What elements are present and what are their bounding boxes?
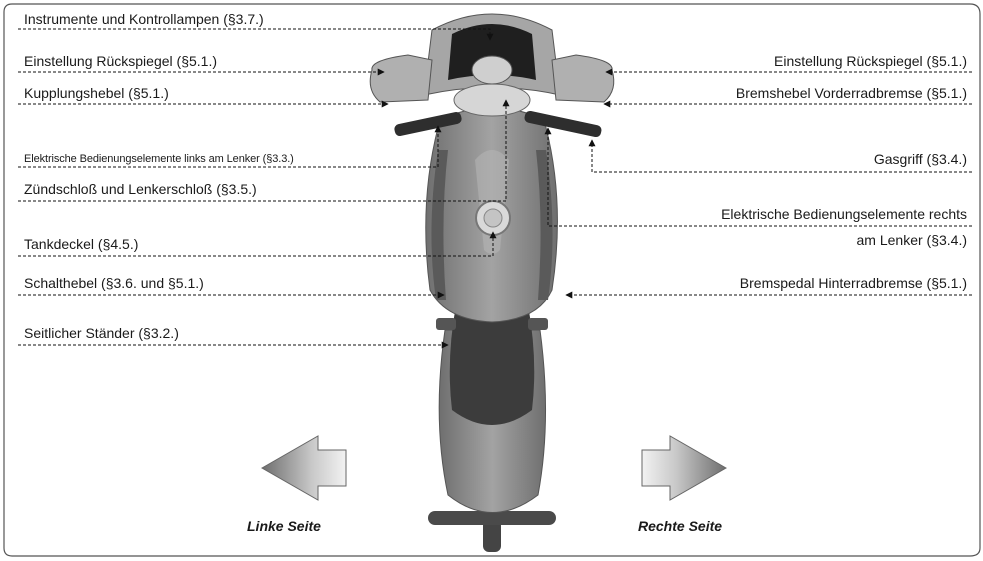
label-rear-brake-pedal: Bremspedal Hinterradbremse (§5.1.) xyxy=(740,275,967,291)
mirror-left xyxy=(370,55,432,102)
right-side-caption: Rechte Seite xyxy=(638,518,722,534)
right-side-arrow xyxy=(642,436,726,500)
label-instruments: Instrumente und Kontrollampen (§3.7.) xyxy=(24,11,264,27)
label-throttle: Gasgriff (§3.4.) xyxy=(874,151,967,167)
label-mirror-right: Einstellung Rückspiegel (§5.1.) xyxy=(774,53,967,69)
label-fuel-cap: Tankdeckel (§4.5.) xyxy=(24,236,138,252)
label-ignition: Zündschloß und Lenkerschloß (§3.5.) xyxy=(24,181,257,197)
mirror-right xyxy=(552,55,614,102)
label-mirror-left: Einstellung Rückspiegel (§5.1.) xyxy=(24,53,217,69)
motorcycle-illustration xyxy=(370,14,614,552)
left-side-arrow xyxy=(262,436,346,500)
label-clutch-lever: Kupplungshebel (§5.1.) xyxy=(24,85,169,101)
label-controls-left: Elektrische Bedienungselemente links am … xyxy=(24,151,294,167)
label-controls-right-line2: am Lenker (§3.4.) xyxy=(857,232,968,248)
label-side-stand: Seitlicher Ständer (§3.2.) xyxy=(24,325,179,341)
label-front-brake-lever: Bremshebel Vorderradbremse (§5.1.) xyxy=(736,85,967,101)
label-controls-right-line1: Elektrische Bedienungselemente rechts xyxy=(721,206,967,222)
label-gear-lever: Schalthebel (§3.6. und §5.1.) xyxy=(24,275,204,291)
left-side-caption: Linke Seite xyxy=(247,518,321,534)
